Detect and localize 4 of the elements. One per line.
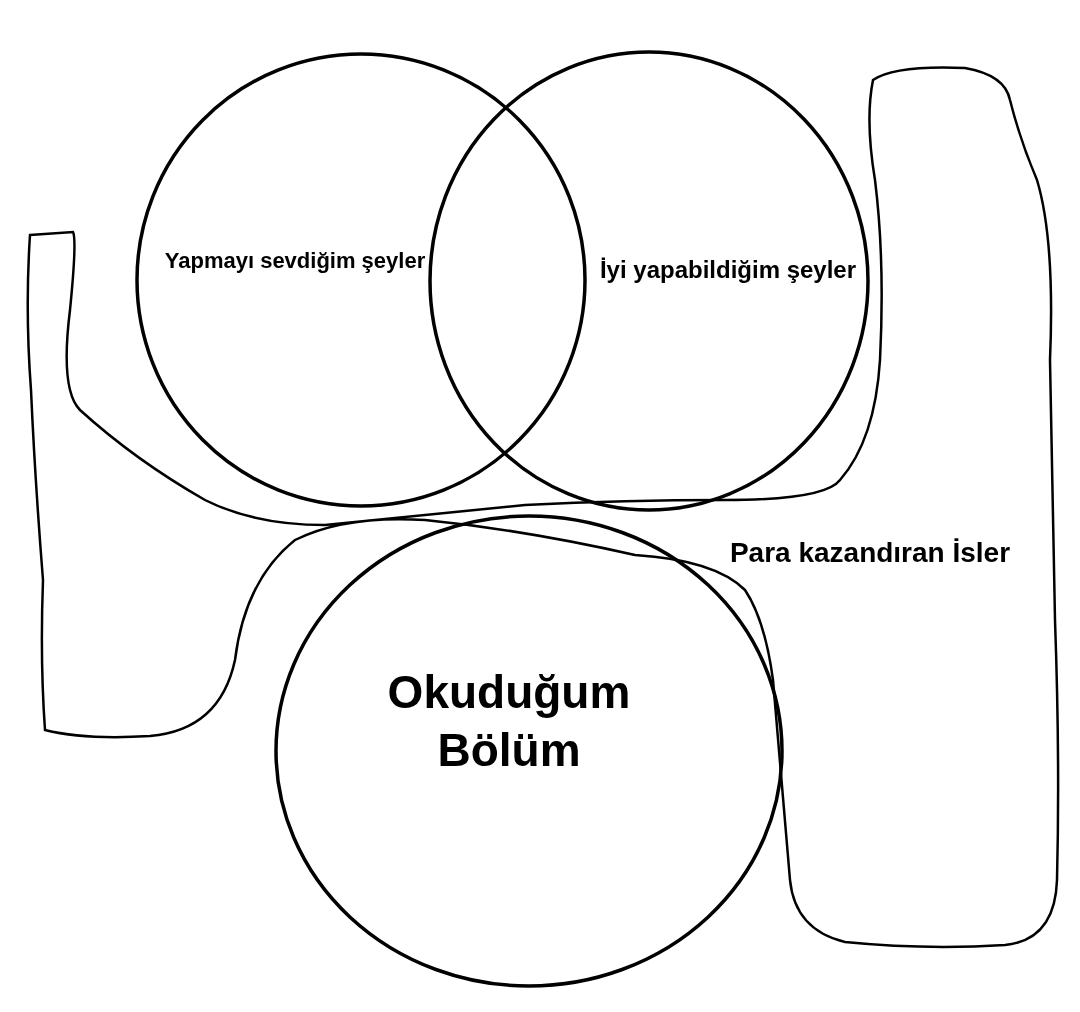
region-label: Para kazandıran İsler [728,536,1012,570]
region-label: Okuduğum Bölüm [386,665,632,778]
region-label: Yapmayı sevdiğim şeyler [163,247,427,275]
region-label: İyi yapabildiğim şeyler [598,255,858,285]
